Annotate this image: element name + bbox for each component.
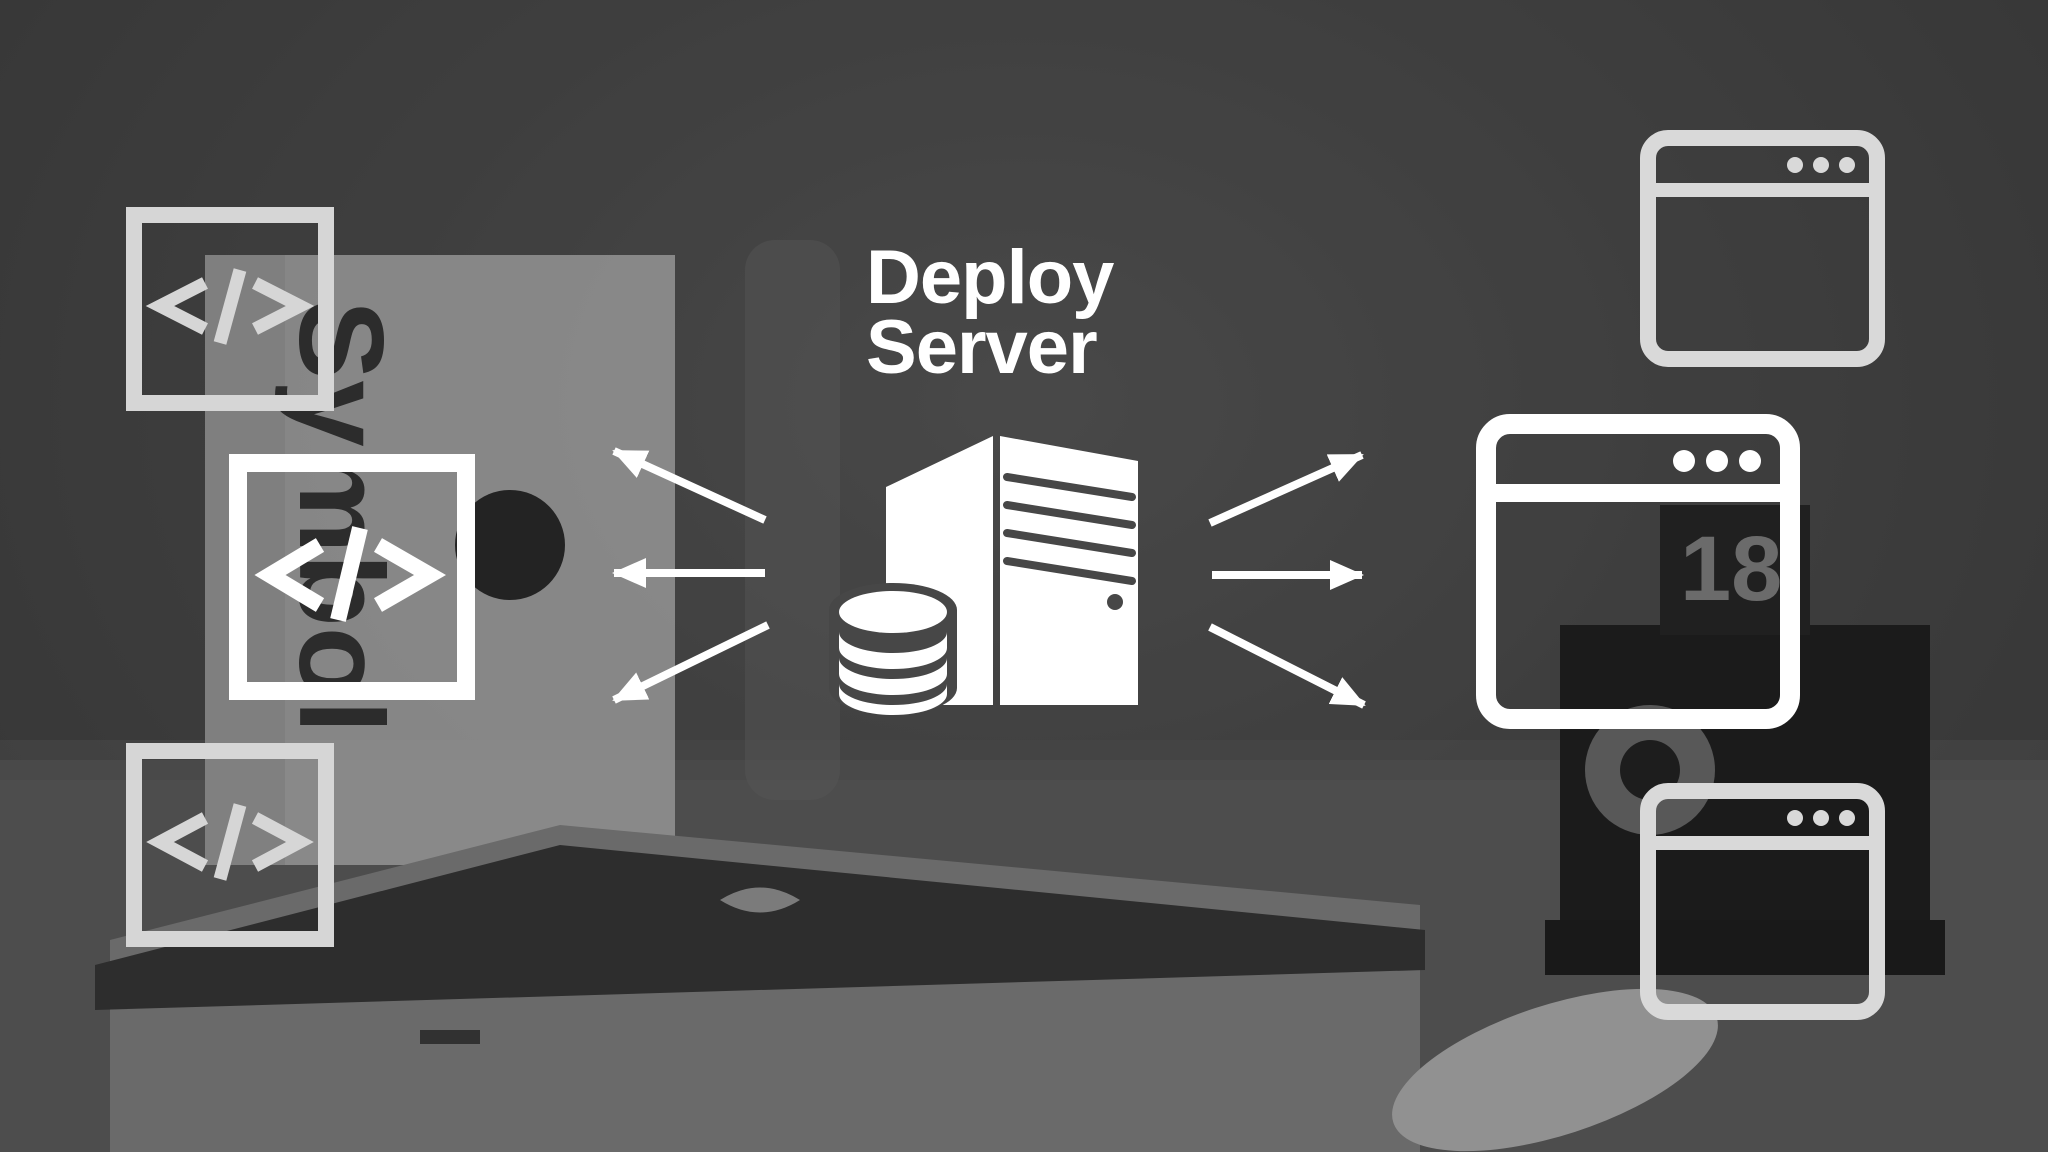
- edge-server-to-window-top: [1208, 451, 1364, 527]
- server-slots: [1003, 473, 1136, 585]
- browser-window-bottom: [1640, 783, 1885, 1020]
- diagram-title: Deploy Server: [866, 235, 1166, 390]
- stand-number: 18: [1680, 518, 1782, 620]
- bottle-photo: [745, 240, 840, 800]
- source-code-middle: [229, 454, 475, 700]
- title-line-server: Server: [866, 305, 1098, 390]
- server-power-light: [1107, 594, 1123, 610]
- book-cover-text: Symbol: [274, 300, 408, 733]
- browser-window-icon: [1476, 414, 1800, 729]
- source-code-top: [126, 207, 334, 411]
- browser-window-icon: [1640, 783, 1885, 1020]
- deploy-server: [829, 436, 1138, 715]
- source-code-bottom: [126, 743, 334, 947]
- laptop-photo: [95, 825, 1425, 1152]
- edge-server-to-source-top: [612, 447, 767, 524]
- code-brackets-icon: [146, 803, 314, 881]
- edge-server-to-source-bottom: [612, 621, 770, 704]
- browser-window-icon: [1640, 130, 1885, 367]
- title-line-deploy: Deploy: [866, 235, 1114, 320]
- browser-window-top: [1640, 130, 1885, 367]
- edge-server-to-window-bottom: [1208, 623, 1366, 709]
- code-brackets-icon: [145, 268, 315, 345]
- database-icon: [829, 583, 957, 715]
- mouse-photo: [1392, 988, 1718, 1152]
- code-brackets-icon: [254, 526, 447, 622]
- browser-window-middle: [1476, 414, 1800, 729]
